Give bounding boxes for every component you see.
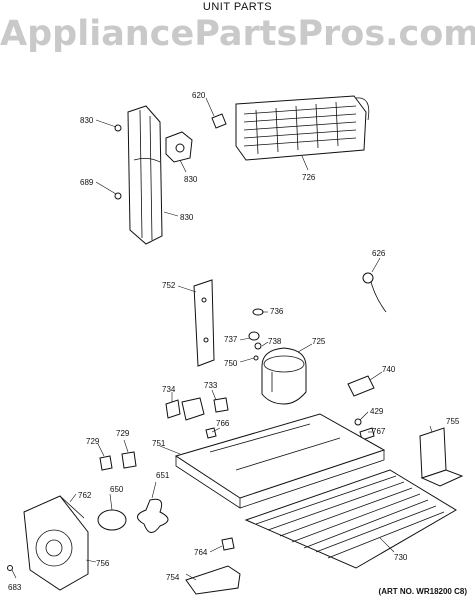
screw-part [7, 565, 13, 571]
drain-tray-part [185, 565, 241, 595]
capacitor-part [181, 397, 229, 421]
callout-683: 683 [8, 583, 22, 592]
callout-729: 729 [116, 429, 130, 438]
callout-750: 750 [224, 359, 238, 368]
condenser-coil-part [244, 469, 457, 569]
callout-764: 764 [194, 548, 208, 557]
callout-labels: 830 689 830 830 620 726 626 752 736 737 … [8, 91, 460, 592]
callout-762: 762 [78, 491, 92, 500]
callout-830: 830 [184, 175, 198, 184]
callout-740: 740 [382, 365, 396, 374]
fan-motor-part [97, 509, 127, 531]
callout-725: 725 [312, 337, 326, 346]
leader-lines [11, 97, 433, 581]
overload-part [347, 375, 375, 397]
callout-754: 754 [166, 573, 180, 582]
fan-blade-part [137, 498, 169, 533]
fan-shroud-part [23, 495, 89, 591]
angle-bracket-part [419, 427, 464, 487]
callout-620: 620 [192, 91, 206, 100]
watermark: AppliancePartsPros.com [0, 14, 475, 54]
bracket-part [165, 131, 193, 163]
screw-part [114, 192, 122, 200]
callout-736: 736 [270, 307, 284, 316]
tubing-part [362, 272, 387, 313]
callout-830: 830 [80, 116, 94, 125]
clip-part [99, 455, 113, 471]
callout-738: 738 [268, 337, 282, 346]
callout-734: 734 [162, 385, 176, 394]
callout-730: 730 [394, 553, 408, 562]
screw-part [114, 124, 122, 132]
callout-737: 737 [224, 335, 238, 344]
callout-429: 429 [370, 407, 384, 416]
clip-part [211, 113, 227, 129]
vertical-rail-part [127, 105, 163, 245]
callout-689: 689 [80, 178, 94, 187]
clip-part [205, 427, 217, 439]
callout-752: 752 [162, 281, 176, 290]
callout-729: 729 [86, 437, 100, 446]
callout-751: 751 [152, 439, 166, 448]
compressor-part [261, 347, 307, 405]
callout-726: 726 [302, 173, 316, 182]
callout-766: 766 [216, 419, 230, 428]
page-title: UNIT PARTS [202, 1, 273, 13]
callout-626: 626 [372, 249, 386, 258]
callout-651: 651 [156, 471, 170, 480]
base-pan-part [174, 413, 386, 509]
relay-part [165, 399, 181, 419]
grommet-part [248, 308, 264, 361]
clip-part [354, 418, 375, 441]
mounting-bracket-part [193, 279, 215, 367]
callout-756: 756 [96, 559, 110, 568]
callout-767: 767 [372, 427, 386, 436]
condenser-part [235, 95, 370, 161]
clip-part [121, 451, 137, 469]
art-number: (ART NO. WR18200 C8) [378, 587, 467, 596]
callout-650: 650 [110, 485, 124, 494]
callout-733: 733 [204, 381, 218, 390]
callout-830: 830 [180, 213, 194, 222]
clip-part [221, 537, 235, 551]
callout-755: 755 [446, 417, 460, 426]
